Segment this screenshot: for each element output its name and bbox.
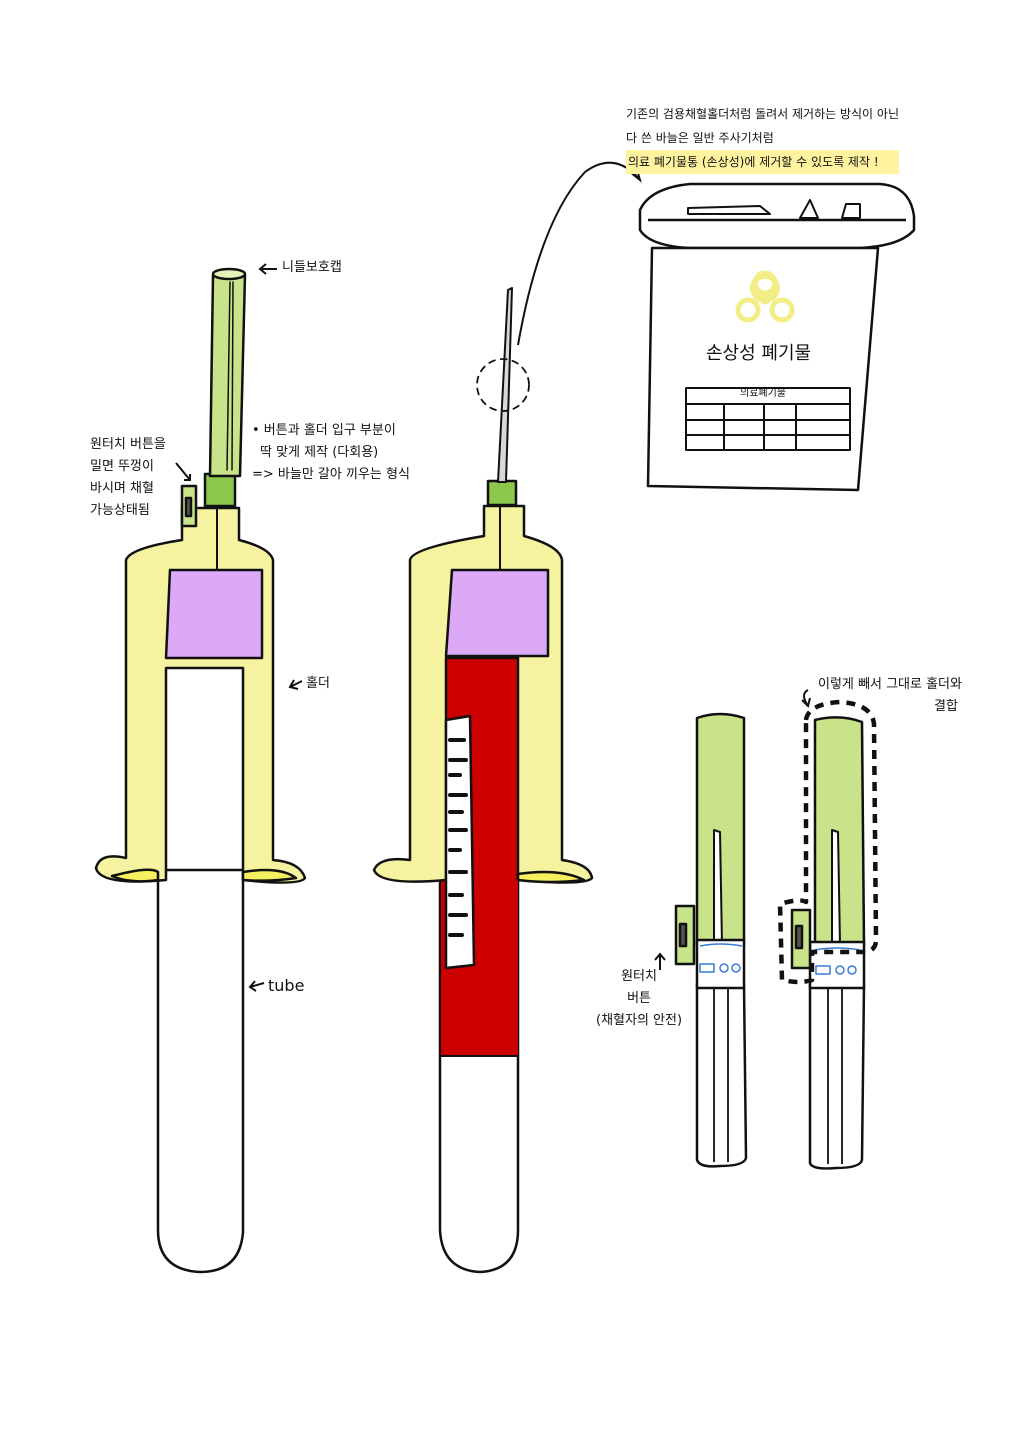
holder-label: 홀더 [306,676,330,691]
exposed-needle [497,287,513,483]
needle-unit-2-cap [813,716,866,947]
left-syringe-device [94,267,307,1274]
left-flange-rim [110,868,160,883]
one-touch-button-label: 원터치 버튼 (채혈자의 안전) [596,969,683,1028]
bin-table [685,387,851,451]
tube-label: tube [268,976,305,995]
one-touch-note: 원터치 버튼을 밀면 뚜껑이 바시며 채혈 가능상태됨 [90,437,166,518]
needle-unit-2 [777,699,879,1170]
needle-detach-marker [476,358,530,412]
bin-table-title: 의료폐기물 [740,388,786,399]
middle-needle-hub [486,479,518,507]
bin-lid [638,182,916,250]
left-stopper [164,568,264,660]
left-holder [94,506,307,884]
biohazard-icon [735,270,795,323]
needle-unit-1-cap [695,712,746,947]
sharps-waste-bin [638,182,916,492]
needle-cap-label: 니들보호캡 [282,260,342,275]
arrow-icon [175,263,811,992]
arrow-icon [517,161,642,346]
bin-label: 손상성 폐기물 [706,343,812,364]
bin-body [646,246,880,492]
fit-note: • 버튼과 홀더 입구 부분이 딱 맞게 제작 (다회용) => 바늘만 갈아 … [252,423,410,482]
needle-unit-1 [674,712,748,1168]
left-needle-hub [203,472,237,508]
combine-note: 이렇게 빼서 그대로 홀더와 결합 [818,677,962,714]
left-blood-tube [156,868,245,1274]
middle-syringe-device [372,287,594,1274]
disposal-note: 기존의 검용채혈홀더처럼 돌려서 제거하는 방식이 아닌 다 쓴 바늘은 일반 … [626,102,899,174]
middle-stopper [444,568,550,658]
barcode-icon [444,714,476,970]
